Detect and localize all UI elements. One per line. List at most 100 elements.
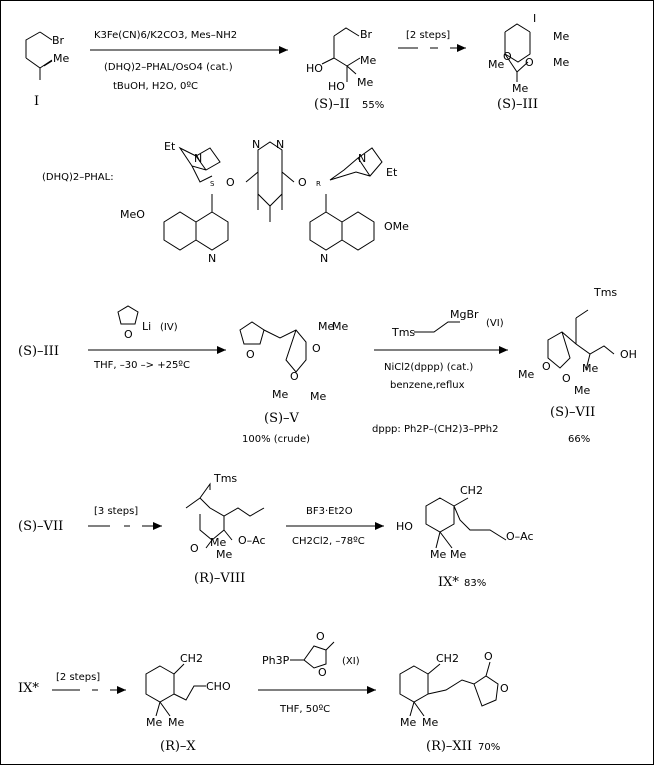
atom-li-iv: Li xyxy=(142,320,151,333)
atom-oac-ix: O–Ac xyxy=(506,530,534,543)
atom-me3-iii: Me xyxy=(488,58,504,71)
atom-n1: N xyxy=(194,152,202,165)
compound-S-V: O O O Me Me Me Me xyxy=(239,320,348,403)
compound-I: Br Me xyxy=(25,31,69,80)
compound-S-III: I Me Me Me Me O O xyxy=(488,12,569,95)
atom-tms-vii: Tms xyxy=(593,286,617,299)
label-row4-start: IX* xyxy=(18,681,39,696)
atom-ch2-xii: CH2 xyxy=(436,652,459,665)
atom-me4-v: Me xyxy=(310,390,326,403)
atom-me1-ix: Me xyxy=(430,548,446,561)
arrow-row4-a xyxy=(52,686,126,694)
atom-o1: O xyxy=(226,176,235,189)
atom-s2: R xyxy=(316,180,321,188)
yield-S-II: 55% xyxy=(362,100,384,111)
cond-row3-b2: CH2Cl2, –78ºC xyxy=(292,536,365,547)
label-S-III: (S)–III xyxy=(497,97,538,112)
steps-row4: [2 steps] xyxy=(56,672,100,683)
atom-ome2: OMe xyxy=(384,220,409,233)
atom-o-v: O xyxy=(246,348,255,361)
yield-S-VII: 66% xyxy=(568,434,590,445)
yield-R-XII: 70% xyxy=(478,742,500,753)
atom-o2-iii: O xyxy=(525,56,534,69)
atom-o2-v: O xyxy=(290,370,299,383)
atom-n3: N xyxy=(276,138,284,151)
atom-mgbr-vi: MgBr xyxy=(450,308,479,321)
compound-IX: CH2 HO Me Me O–Ac xyxy=(396,484,534,561)
atom-n2: N xyxy=(252,138,260,151)
atom-tms-viii: Tms xyxy=(213,472,237,485)
ligand-structure: Et N S O MeO N N N O R OMe N N Et xyxy=(120,138,409,265)
atom-n4: N xyxy=(358,152,366,165)
atom-nq1: N xyxy=(208,252,216,265)
atom-ome1: MeO xyxy=(120,208,145,221)
label-S-V: (S)–V xyxy=(264,411,300,426)
atom-br: Br xyxy=(52,34,65,47)
atom-ch2-ix: CH2 xyxy=(460,484,483,497)
reagents-mid: (DHQ)2–PHAL/OsO4 (cat.) xyxy=(104,62,233,73)
compound-S-II: Br HO HO Me Me xyxy=(306,27,376,93)
atom-et2: Et xyxy=(386,166,398,179)
label-row3-start: (S)–VII xyxy=(18,519,63,534)
label-R-VIII: (R)–VIII xyxy=(194,571,245,586)
atom-et1: Et xyxy=(164,140,176,153)
atom-o2-xi: O xyxy=(318,666,327,679)
atom-me2-v: Me xyxy=(332,320,348,333)
atom-oh-vii: OH xyxy=(620,348,637,361)
atom-o1-iii: O xyxy=(503,50,512,63)
atom-ph3p-xi: Ph3P xyxy=(262,654,290,667)
atom-o-iv: O xyxy=(124,328,133,341)
reagent-IV: O Li (IV) xyxy=(117,305,178,341)
atom-o1-v: O xyxy=(312,342,321,355)
note-S-V: 100% (crude) xyxy=(242,434,310,445)
conditions-row2-a: THF, –30 –> +25ºC xyxy=(93,360,190,371)
atom-me1-viii: Me xyxy=(210,536,226,549)
compound-R-X: CH2 CHO Me Me xyxy=(145,652,231,729)
atom-o1-xii: O xyxy=(484,650,493,663)
arrow-row1-b xyxy=(398,44,466,52)
atom-me2-vii: Me xyxy=(582,362,598,375)
atom-s1: S xyxy=(210,180,215,188)
dppp-definition: dppp: Ph2P–(CH2)3–PPh2 xyxy=(372,424,499,435)
atom-me3-v: Me xyxy=(272,388,288,401)
atom-me1-xii: Me xyxy=(400,716,416,729)
arrow-row1-a xyxy=(90,46,288,54)
atom-i-iii: I xyxy=(533,12,536,25)
atom-me1-ii: Me xyxy=(360,54,376,67)
atom-me1-x: Me xyxy=(146,716,162,729)
reagent-XI: Ph3P O O (XI) xyxy=(262,630,360,679)
atom-ch2-x: CH2 xyxy=(180,652,203,665)
atom-me2-viii: Me xyxy=(216,548,232,561)
steps-row1: [2 steps] xyxy=(406,30,450,41)
arrow-row3-a xyxy=(88,522,162,530)
atom-cho-x: CHO xyxy=(206,680,231,693)
atom-ho1-ii: HO xyxy=(306,62,323,75)
atom-me1-v: Me xyxy=(318,320,334,333)
tag-IV: (IV) xyxy=(160,322,178,333)
compound-R-XII: CH2 O O Me Me xyxy=(399,650,509,729)
atom-me2-x: Me xyxy=(168,716,184,729)
arrow-row4-b xyxy=(258,686,376,694)
yield-IX: 83% xyxy=(464,578,486,589)
label-IX: IX* xyxy=(438,575,459,590)
atom-o2-xii: O xyxy=(500,682,509,695)
label-S-VII: (S)–VII xyxy=(550,405,595,420)
tag-XI: (XI) xyxy=(342,656,360,667)
atom-me2-iii: Me xyxy=(553,56,569,69)
atom-o2: O xyxy=(298,176,307,189)
atom-me: Me xyxy=(53,52,69,65)
atom-me3-vii: Me xyxy=(574,384,590,397)
atom-tms-vi: Tms xyxy=(391,326,415,339)
atom-o1-xi: O xyxy=(316,630,325,643)
arrow-row2-b xyxy=(374,346,508,354)
conditions-row4-b: THF, 50ºC xyxy=(279,704,330,715)
atom-o-viii: O xyxy=(190,542,199,555)
label-R-X: (R)–X xyxy=(160,739,196,754)
atom-oac-viii: O–Ac xyxy=(238,534,266,547)
reagents-bot: tBuOH, H2O, 0ºC xyxy=(113,81,198,92)
atom-ho2-ii: HO xyxy=(328,80,345,93)
atom-me1-vii: Me xyxy=(518,368,534,381)
label-R-XII: (R)–XII xyxy=(426,739,472,754)
